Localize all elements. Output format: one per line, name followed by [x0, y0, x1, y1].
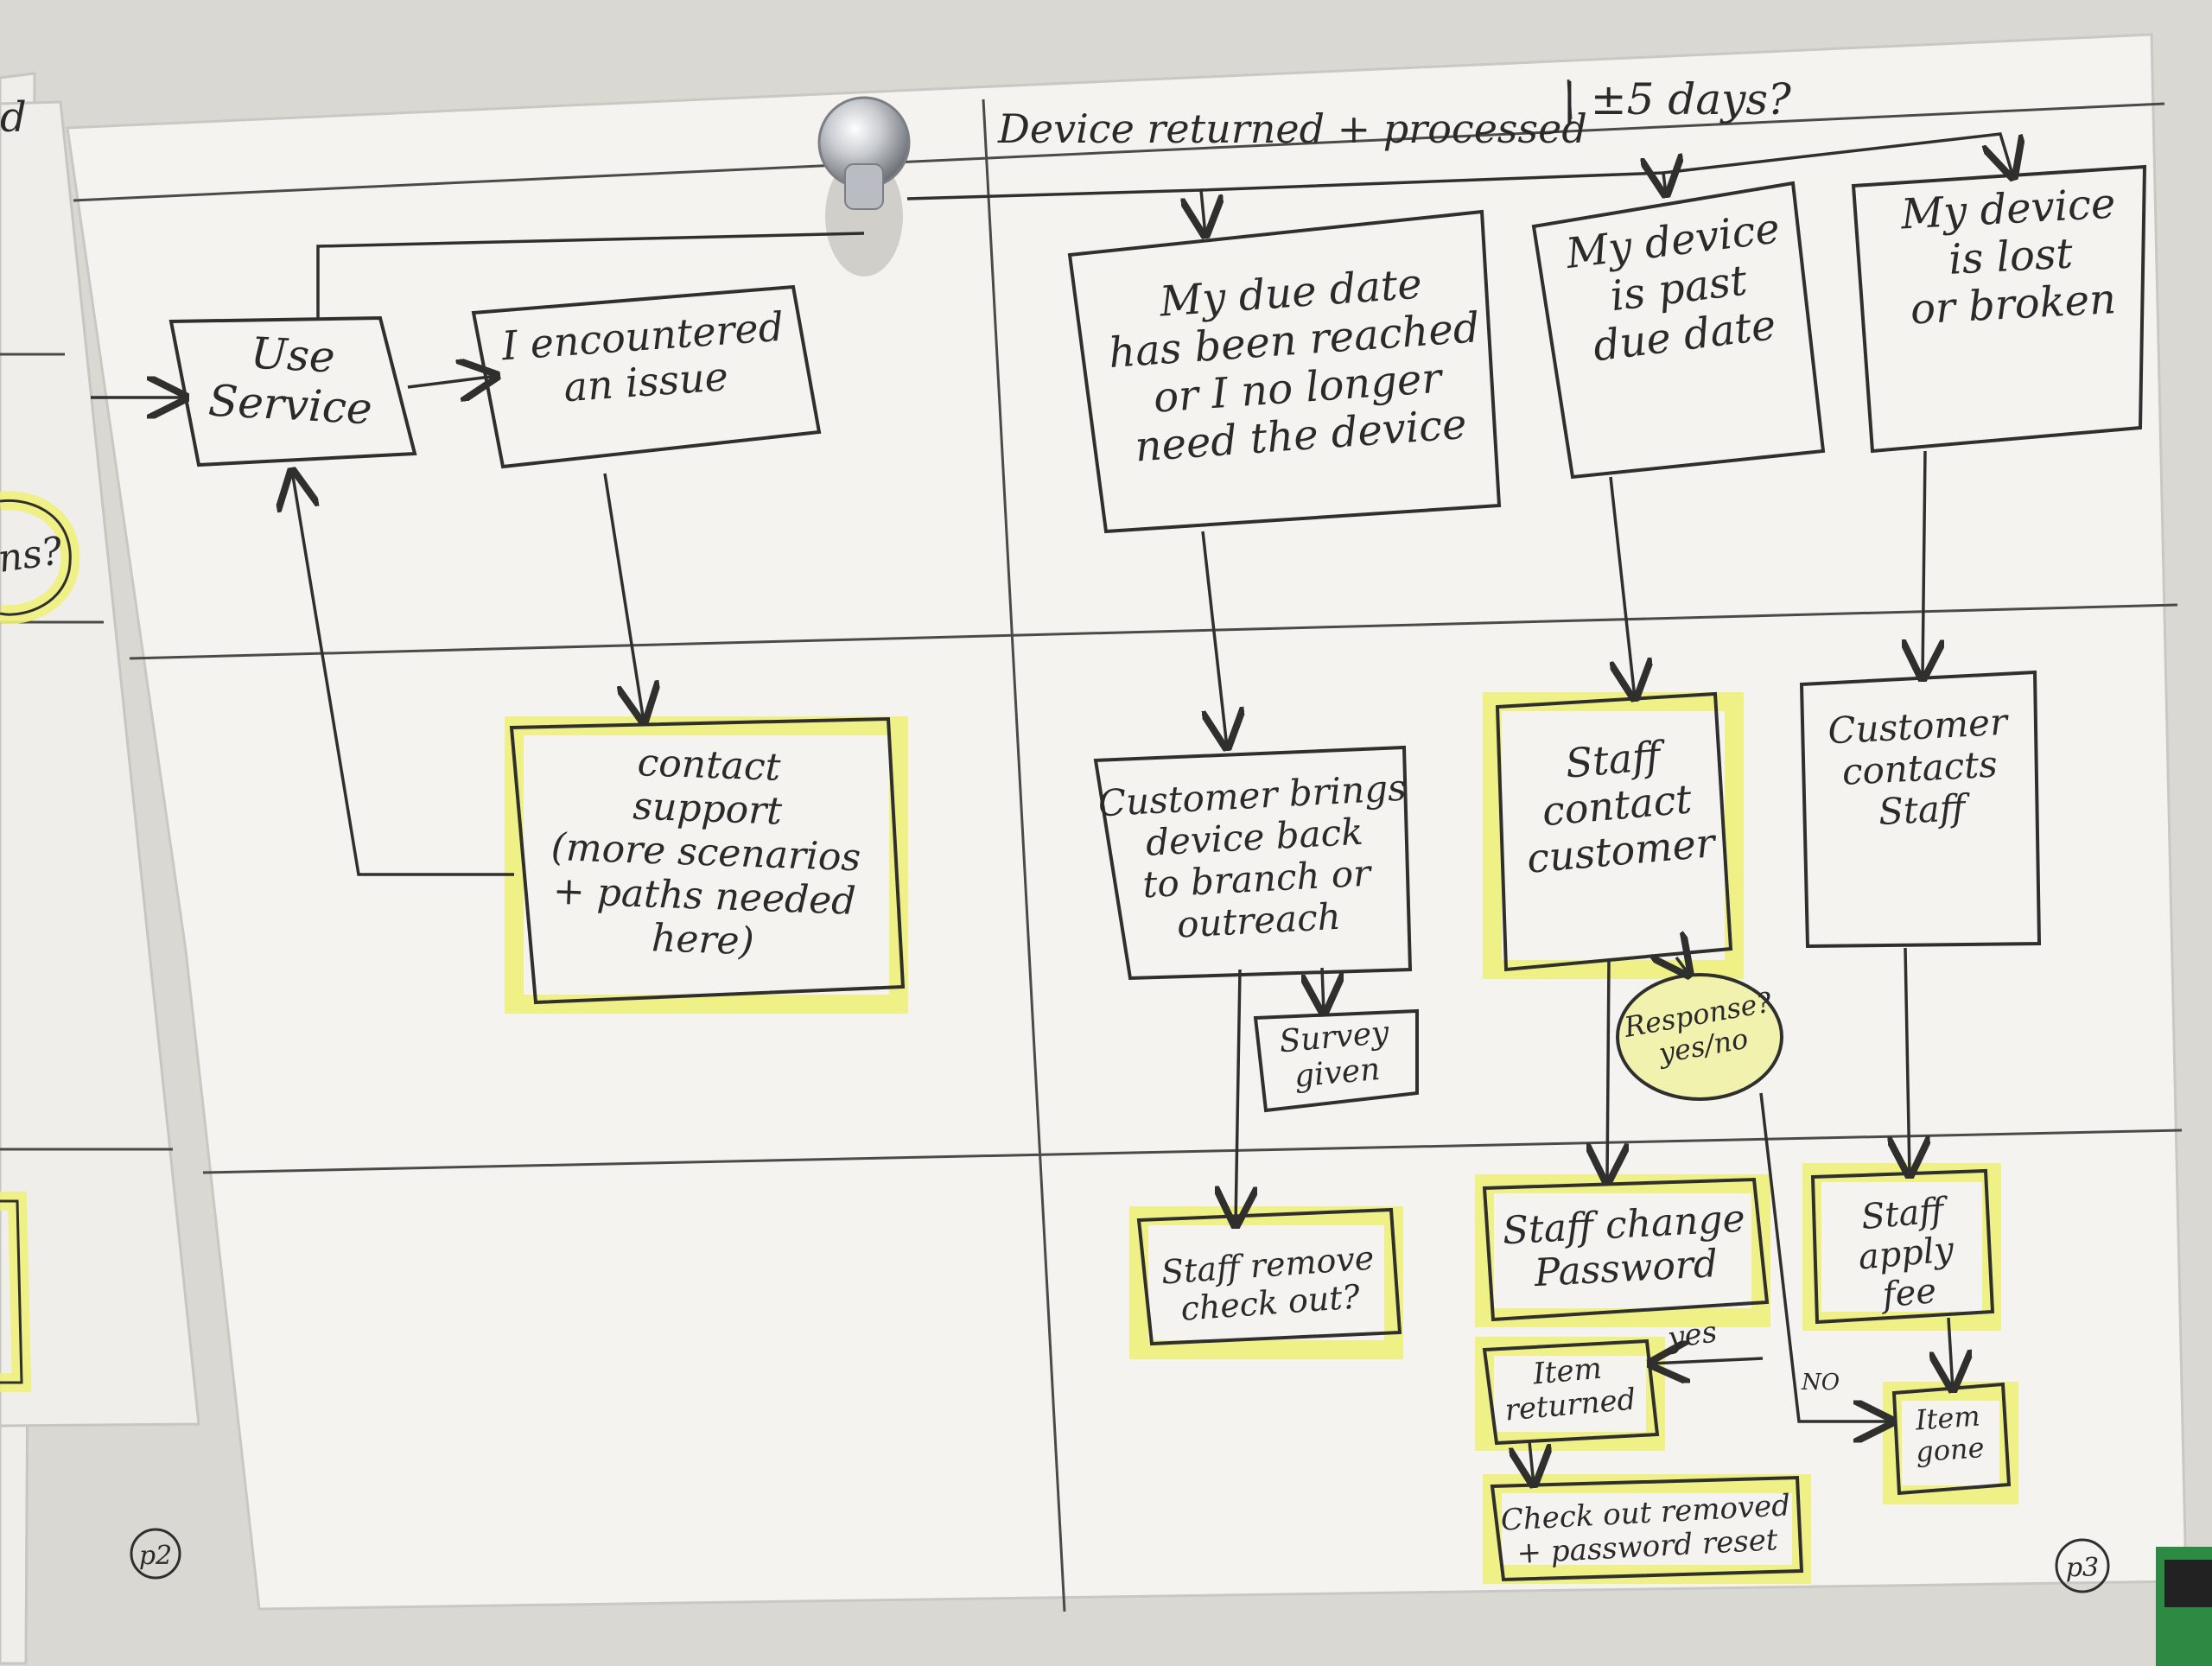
- flow-connectors: [91, 132, 2013, 1485]
- node-label-line: or broken: [1910, 275, 2118, 334]
- node-label-line: Service: [207, 376, 373, 435]
- node-label-line: (more scenarios: [550, 825, 861, 880]
- page-number-right: p3: [2055, 1538, 2110, 1593]
- edge-label-no: NO: [1801, 1370, 1840, 1396]
- node-label-line: an issue: [563, 353, 730, 410]
- node-staff-remove-checkout: Staff removecheck out?: [1160, 1238, 1378, 1329]
- node-label-line: is lost: [1948, 229, 2075, 283]
- node-label-line: Staff: [1563, 732, 1669, 787]
- node-label-line: Item: [1531, 1351, 1604, 1392]
- node-label-line: Staff: [1878, 786, 1972, 834]
- page-number-left: p2: [130, 1528, 181, 1580]
- node-label-line: + paths needed: [552, 869, 856, 924]
- node-survey-given: Surveygiven: [1278, 1015, 1394, 1096]
- push-pin: [817, 96, 911, 277]
- node-label-line: contacts: [1841, 743, 1999, 793]
- node-label-line: outreach: [1176, 895, 1342, 946]
- node-boxes: [168, 164, 2147, 1582]
- node-label-line: contact: [637, 741, 782, 790]
- node-label-line: Item: [1914, 1399, 1981, 1436]
- node-labels: UseService I encounteredan issue contact…: [207, 180, 2122, 1571]
- highlight-marks: [505, 692, 2018, 1584]
- node-lost-or-broken: My deviceis lostor broken: [1899, 180, 2122, 334]
- left-sheet-fragment-top: d: [0, 93, 27, 142]
- node-item-gone: Itemgone: [1912, 1399, 1985, 1468]
- node-customer-contacts-staff: CustomercontactsStaff: [1827, 700, 2015, 835]
- node-label-line: fee: [1878, 1271, 1938, 1316]
- node-label-line: Use: [250, 328, 336, 383]
- node-label-line: My device: [1899, 180, 2117, 239]
- timing-note: | ±5 days?: [1562, 74, 1792, 124]
- green-object: [2156, 1547, 2212, 1666]
- node-use-service: UseService: [207, 326, 376, 434]
- node-label-line: Customer: [1827, 700, 2011, 752]
- node-customer-brings-back: Customer bringsdevice backto branch orou…: [1097, 766, 1414, 950]
- main-paper: [66, 33, 2188, 1611]
- node-label-line: Staff: [1859, 1190, 1951, 1237]
- left-sheet-fragment-oval: ns?: [0, 529, 66, 582]
- svg-text:p3: p3: [2066, 1553, 2099, 1583]
- node-label-line: Password: [1533, 1242, 1719, 1295]
- edge-label-yes: yes: [1664, 1314, 1719, 1356]
- node-label-line: given: [1293, 1052, 1382, 1095]
- swimlane-grid: [73, 79, 2183, 1612]
- stage-title: Device returned + processed: [997, 105, 1587, 152]
- node-label-line: apply: [1857, 1230, 1956, 1278]
- node-label-line: here): [651, 916, 754, 963]
- node-label-line: support: [632, 785, 783, 834]
- node-staff-apply-fee: Staffapplyfee: [1853, 1190, 1960, 1317]
- left-wall-sheet: [0, 72, 200, 1665]
- svg-text:p2: p2: [139, 1541, 172, 1571]
- node-label-line: gone: [1915, 1431, 1986, 1468]
- node-staff-change-password: Staff changePassword: [1502, 1197, 1749, 1297]
- node-contact-support: contactsupport(more scenarios+ paths nee…: [547, 738, 864, 968]
